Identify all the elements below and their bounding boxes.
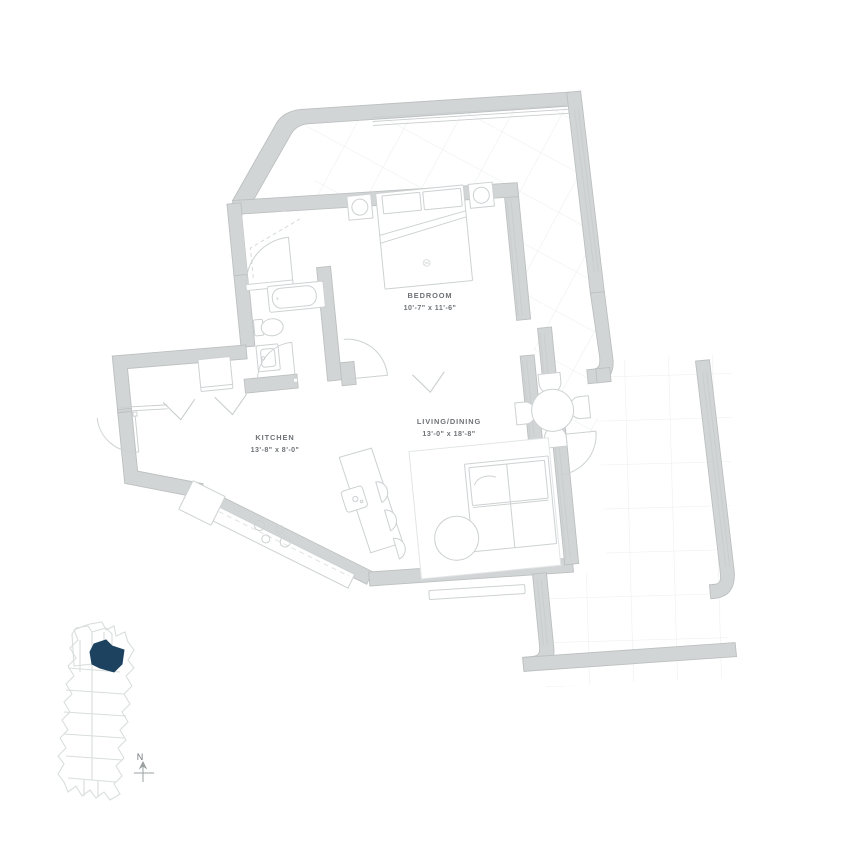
- sofa: [464, 455, 558, 553]
- living-dining-label: LIVING/DINING: [417, 417, 481, 426]
- nightstand-right: [467, 181, 495, 209]
- keyplan-highlighted-unit: [89, 639, 125, 673]
- key-plan[interactable]: [57, 621, 135, 801]
- door-swings: [96, 338, 597, 476]
- kitchen-dimensions: 13'-8" x 8'-0": [251, 446, 300, 454]
- bedroom-label: BEDROOM: [408, 291, 453, 300]
- compass-north-icon: [134, 760, 154, 782]
- glazing: [120, 104, 731, 646]
- room-labels: BEDROOM 10'-7" x 11'-6" LIVING/DINING 13…: [251, 291, 481, 454]
- direction-markers: [162, 371, 445, 421]
- bedroom-dimensions: 10'-7" x 11'-6": [404, 304, 457, 312]
- compass-north-label: N: [137, 752, 144, 762]
- coffee-table: [434, 515, 480, 561]
- kitchen-label: KITCHEN: [255, 433, 294, 442]
- living-dining-dimensions: 13'-0" x 18'-8": [422, 430, 475, 438]
- media-console: [428, 584, 526, 600]
- toilet: [253, 318, 284, 337]
- compass: N: [134, 752, 154, 782]
- kitchen-sink-basin: [178, 480, 226, 526]
- dining-set: [514, 371, 592, 449]
- nightstand-left: [346, 193, 374, 221]
- living-dining-furniture: [408, 371, 592, 600]
- washer-dryer: [197, 356, 234, 392]
- bar-stools: [375, 481, 406, 560]
- bedroom-closet: [242, 211, 301, 292]
- cooktop: [253, 519, 291, 548]
- kitchen-fixtures: [178, 447, 406, 589]
- bedroom-furniture: [346, 181, 495, 290]
